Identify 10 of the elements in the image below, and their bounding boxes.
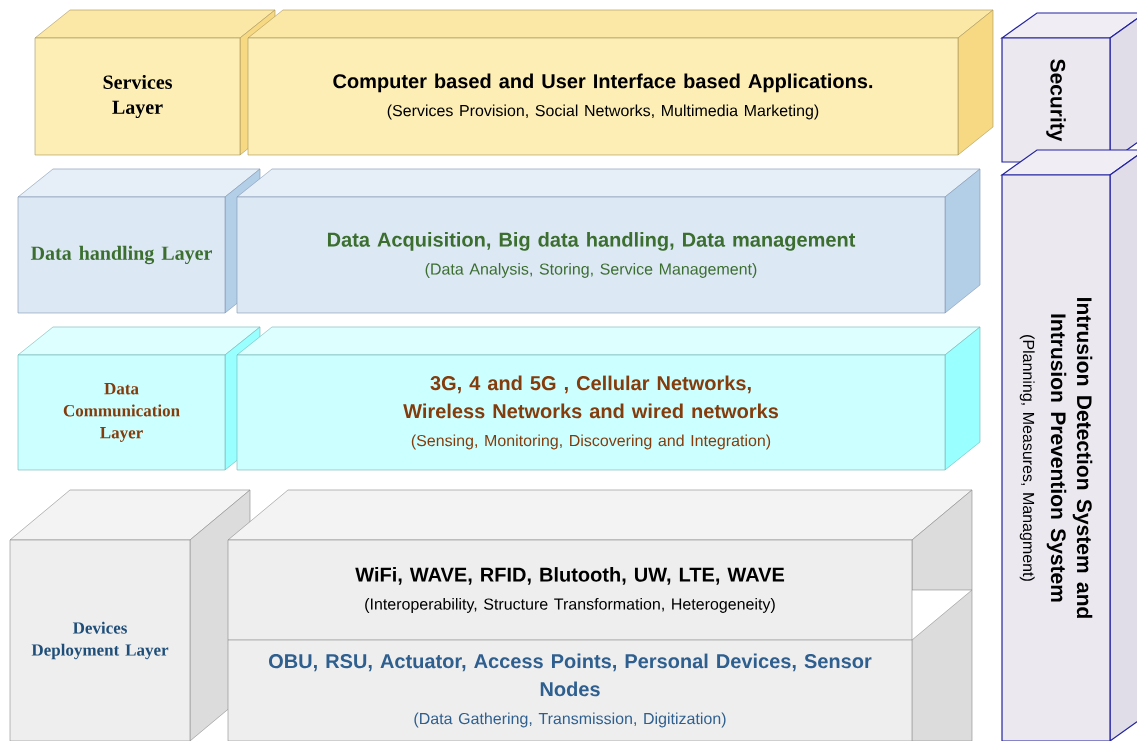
- layer-box: Data Acquisition, Big data handling, Data management (Data Analysis, Storing, Service Management): [236, 168, 981, 314]
- layer-box: WiFi, WAVE, RFID, Blutooth, UW, LTE, WAVE (Interoperability, Structure Transformation, Heterogeneity): [227, 489, 973, 641]
- layer-box: Computer based and User Interface based Applications. (Services Provision, Social Networks, Multimedia Marketing): [247, 9, 994, 156]
- layer-label-box: Data Communication Layer: [17, 326, 261, 471]
- layer-label-box: Data handling Layer: [17, 168, 261, 314]
- layer-label-box: Services Layer: [34, 9, 276, 156]
- layer-box: 3G, 4 and 5G , Cellular Networks, Wireless Networks and wired networks (Sensing, Monitoring, Discovering and Integration): [236, 326, 981, 471]
- layer-label-box: Devices Deployment Layer: [9, 489, 251, 741]
- node-label: (Data Gathering, Transmission, Digitization): [414, 712, 726, 728]
- node-label: OBU, RSU, Actuator, Access Points, Personal Devices, Sensor Nodes: [269, 653, 872, 697]
